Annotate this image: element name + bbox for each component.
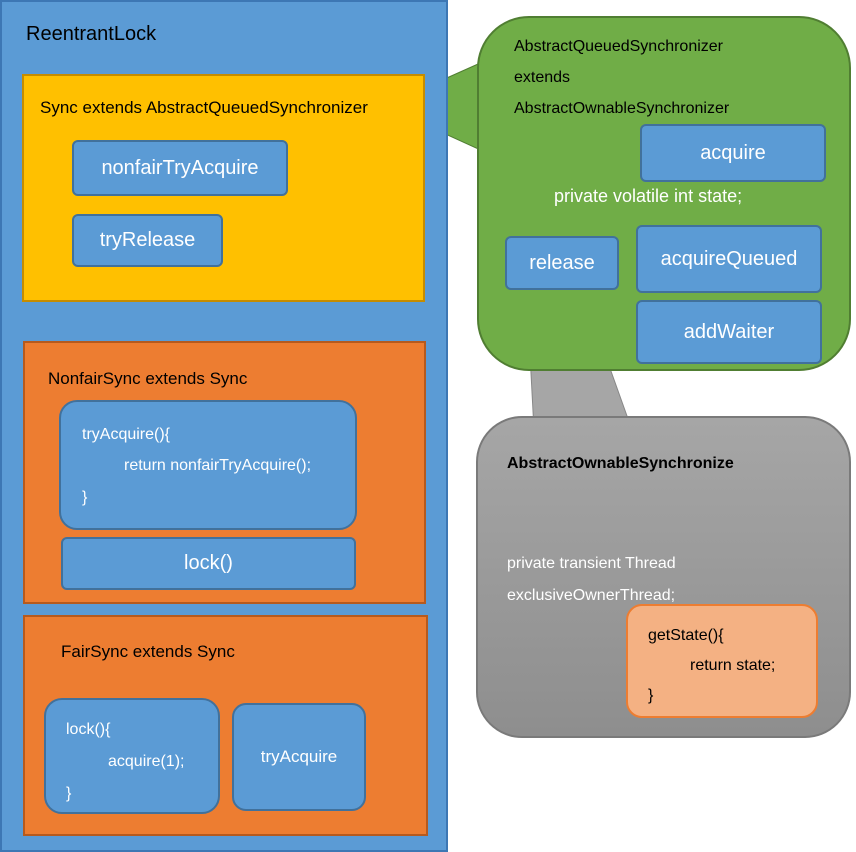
add-waiter-method[interactable]: addWaiter — [636, 300, 822, 364]
nonfair-lock-label: lock() — [184, 552, 233, 574]
code-line: } — [66, 785, 72, 802]
acquire-queued-label: acquireQueued — [660, 247, 798, 270]
add-waiter-label: addWaiter — [683, 320, 775, 343]
nonfair-try-acquire-code[interactable]: tryAcquire(){ return nonfairTryAcquire()… — [59, 400, 357, 530]
aqs-title-line: AbstractOwnableSynchronizer — [514, 100, 730, 117]
aos-title: AbstractOwnableSynchronize — [507, 455, 734, 472]
code-line: acquire(1); — [108, 753, 185, 770]
nonfair-try-acquire-method[interactable]: nonfairTryAcquire — [72, 140, 288, 196]
aqs-state-field: private volatile int state; — [554, 186, 743, 206]
nonfair-lock-method[interactable]: lock() — [61, 537, 356, 590]
get-state-method[interactable]: getState(){ return state; } — [626, 604, 818, 718]
code-line: } — [82, 489, 88, 506]
aos-field-line: private transient Thread — [507, 555, 676, 572]
aqs-title-line: AbstractQueuedSynchronizer — [514, 38, 723, 55]
reentrant-lock-title: ReentrantLock — [26, 23, 157, 45]
acquire-label: acquire — [700, 141, 766, 164]
acquire-method[interactable]: acquire — [640, 124, 826, 182]
code-line: } — [648, 687, 654, 704]
release-label: release — [529, 251, 595, 274]
release-method[interactable]: release — [505, 236, 619, 290]
fair-try-acquire-method[interactable]: tryAcquire — [232, 703, 366, 811]
code-line: return nonfairTryAcquire(); — [124, 457, 312, 474]
try-release-label: tryRelease — [99, 229, 196, 251]
acquire-queued-method[interactable]: acquireQueued — [636, 225, 822, 293]
sync-title: Sync extends AbstractQueuedSynchronizer — [40, 98, 368, 117]
code-line: return state; — [690, 657, 776, 674]
nonfair-try-acquire-label: nonfairTryAcquire — [101, 156, 259, 179]
aqs-title-line: extends — [514, 69, 571, 86]
try-release-method[interactable]: tryRelease — [72, 214, 223, 267]
fair-sync-title: FairSync extends Sync — [61, 642, 235, 661]
code-line: getState(){ — [648, 627, 724, 644]
code-line: tryAcquire(){ — [82, 426, 171, 443]
aos-field-line: exclusiveOwnerThread; — [507, 587, 676, 604]
fair-lock-code[interactable]: lock(){ acquire(1); } — [44, 698, 220, 814]
nonfair-sync-title: NonfairSync extends Sync — [48, 369, 248, 388]
fair-try-acquire-label: tryAcquire — [260, 747, 338, 766]
code-line: lock(){ — [66, 721, 111, 738]
